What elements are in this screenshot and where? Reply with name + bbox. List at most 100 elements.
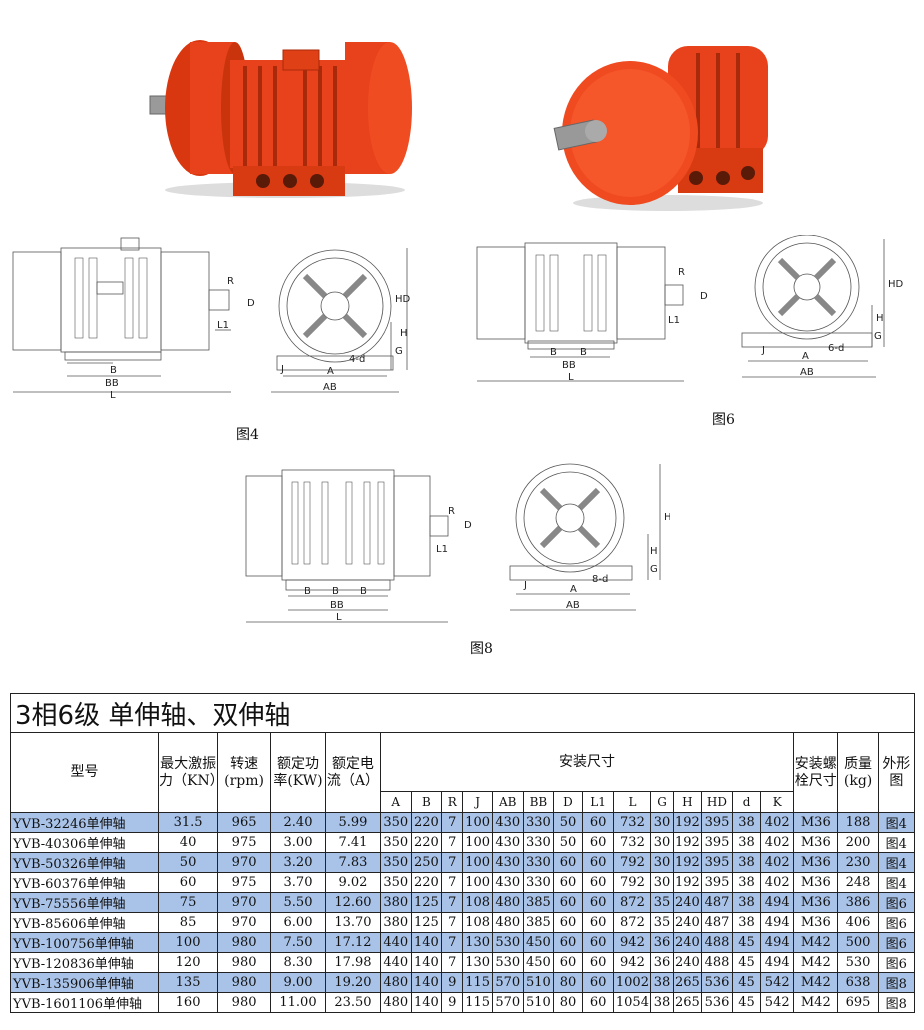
dim-l: L: [336, 612, 342, 623]
table-cell: 100: [462, 852, 493, 873]
table-cell: 13.70: [324, 912, 381, 933]
table-cell: 12.60: [324, 892, 381, 913]
table-cell: 60: [553, 932, 583, 953]
table-cell: 6.00: [270, 912, 326, 933]
table-cell: 40: [157, 832, 219, 853]
table-cell: 872: [613, 912, 652, 933]
table-cell: 192: [672, 852, 703, 873]
table-cell: 45: [731, 952, 762, 973]
table-cell: 380: [379, 892, 412, 913]
table-cell: 19.20: [324, 972, 381, 993]
dim-6d: 6-d: [828, 343, 844, 354]
table-cell: 230: [837, 852, 879, 873]
table-cell: 60: [581, 832, 615, 853]
subheader-d: D: [553, 791, 583, 813]
dim-h: H: [650, 546, 658, 557]
table-cell: 510: [522, 992, 555, 1013]
spec-table-wrap: 3相6级 单伸轴、双伸轴 型号 最大激振力（KN） 转速(rpm) 额定功率(K…: [10, 693, 916, 1013]
subheader-d-small: d: [731, 791, 762, 813]
subheader-a: A: [379, 791, 412, 813]
fig4-label: 图4: [236, 427, 259, 443]
table-cell: 图4: [877, 872, 916, 893]
table-cell: 536: [701, 972, 733, 993]
table-cell: 942: [613, 932, 652, 953]
dim-hd: HD: [395, 294, 411, 305]
table-cell: 36: [650, 952, 674, 973]
subheader-k: K: [760, 791, 795, 813]
table-cell: 872: [613, 892, 652, 913]
table-cell: 487: [701, 892, 733, 913]
table-cell: 130: [462, 932, 493, 953]
table-cell: 7.83: [324, 852, 381, 873]
table-cell: M36: [793, 912, 839, 933]
dim-l: L: [110, 390, 116, 400]
dim-a: A: [802, 351, 809, 362]
table-cell: 386: [837, 892, 879, 913]
table-cell: 35: [650, 892, 674, 913]
table-cell: 220: [410, 812, 443, 833]
model-cell: YVB-32246单伸轴: [10, 812, 159, 833]
table-cell: 38: [731, 852, 762, 873]
subheader-bb: BB: [522, 791, 555, 813]
table-cell: 5.99: [324, 812, 381, 833]
table-cell: 11.00: [270, 992, 326, 1013]
dim-l1: L1: [436, 544, 448, 555]
table-cell: 980: [217, 932, 272, 953]
model-cell: YVB-100756单伸轴: [10, 932, 159, 953]
table-cell: 480: [379, 972, 412, 993]
table-cell: M36: [793, 852, 839, 873]
dim-8d: 8-d: [592, 574, 608, 585]
dim-r: R: [448, 506, 455, 517]
table-cell: 402: [760, 832, 795, 853]
table-cell: 7: [441, 892, 464, 913]
table-cell: 3.20: [270, 852, 326, 873]
dim-d: D: [700, 291, 708, 302]
table-cell: 38: [650, 972, 674, 993]
table-cell: 385: [522, 912, 555, 933]
table-cell: 75: [157, 892, 219, 913]
table-cell: 7.50: [270, 932, 326, 953]
table-cell: 120: [157, 952, 219, 973]
table-cell: 480: [379, 992, 412, 1013]
table-cell: M42: [793, 972, 839, 993]
dim-g: G: [650, 564, 658, 575]
model-cell: YVB-120836单伸轴: [10, 952, 159, 973]
table-cell: 80: [553, 972, 583, 993]
table-cell: M42: [793, 952, 839, 973]
table-cell: 980: [217, 972, 272, 993]
table-cell: 440: [379, 952, 412, 973]
table-cell: 380: [379, 912, 412, 933]
header-install: 安装尺寸: [379, 732, 795, 792]
table-cell: 60: [157, 872, 219, 893]
dim-a: A: [570, 584, 577, 595]
table-cell: 1054: [613, 992, 652, 1013]
table-cell: 80: [553, 992, 583, 1013]
table-cell: 494: [760, 952, 795, 973]
table-cell: 100: [157, 932, 219, 953]
model-cell: YVB-50326单伸轴: [10, 852, 159, 873]
table-cell: 970: [217, 892, 272, 913]
table-cell: 50: [553, 812, 583, 833]
dim-b-3: B: [360, 586, 367, 597]
dim-bb: BB: [105, 378, 119, 389]
table-cell: 9: [441, 992, 464, 1013]
table-cell: 115: [462, 992, 493, 1013]
table-cell: 220: [410, 832, 443, 853]
header-speed: 转速(rpm): [217, 732, 272, 813]
table-cell: 140: [410, 932, 443, 953]
model-cell: YVB-40306单伸轴: [10, 832, 159, 853]
dim-b-2: B: [332, 586, 339, 597]
table-cell: 108: [462, 892, 493, 913]
table-cell: 430: [491, 812, 524, 833]
table-cell: M42: [793, 992, 839, 1013]
table-cell: 530: [491, 932, 524, 953]
model-cell: YVB-85606单伸轴: [10, 912, 159, 933]
dim-4d: 4-d: [349, 354, 365, 365]
table-cell: 980: [217, 952, 272, 973]
table-cell: 7: [441, 952, 464, 973]
table-cell: 350: [379, 812, 412, 833]
